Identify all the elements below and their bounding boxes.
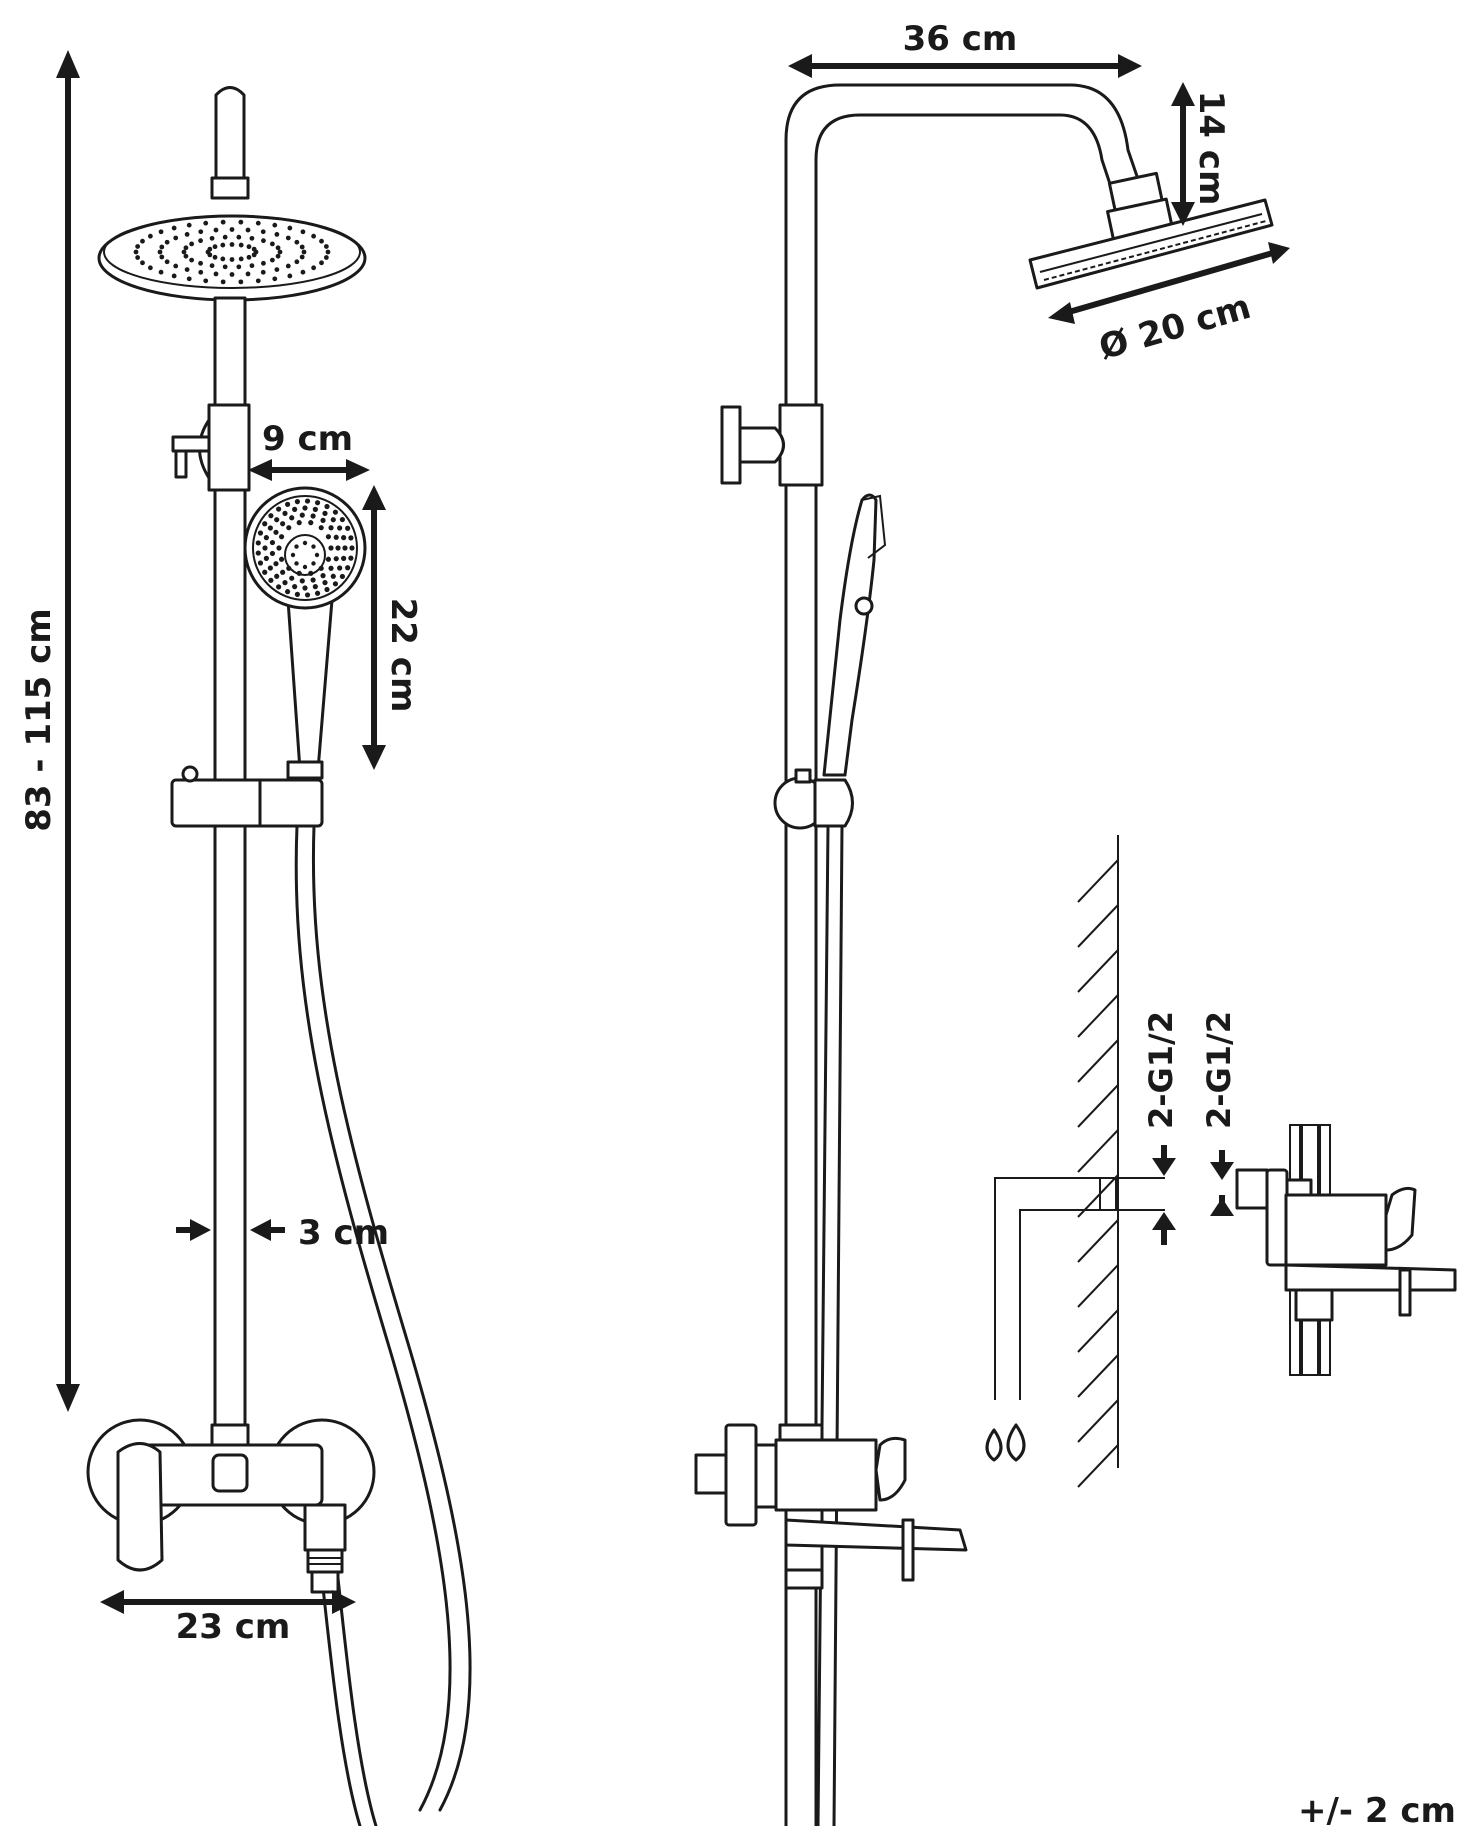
inlet-thread-left-label: 2-G1/2 [1142, 1011, 1180, 1129]
side-arm [784, 83, 1142, 1826]
water-drops-icon [985, 1423, 1026, 1462]
front-pipe-top [214, 86, 246, 182]
front-view [86, 86, 472, 1826]
arm-reach-label: 36 cm [903, 19, 1018, 59]
front-upper-clamp [207, 403, 251, 492]
rod-diameter-label: 3 cm [298, 1213, 389, 1253]
handshower-offset-label: 9 cm [262, 419, 353, 459]
handshower-length-label: 22 cm [383, 598, 423, 713]
front-diverter-lever [171, 435, 211, 453]
inlet-mixer-detail [1235, 1124, 1457, 1376]
inlet-detail [985, 835, 1457, 1488]
inlet-thread-right-label: 2-G1/2 [1200, 1011, 1238, 1129]
head-drop-label: 14 cm [1191, 91, 1231, 206]
front-hose [294, 824, 452, 1812]
front-hand-shower [243, 486, 367, 780]
front-nut [210, 176, 250, 200]
tolerance-label: +/- 2 cm [1298, 1791, 1456, 1826]
front-mixer [86, 1418, 376, 1594]
side-hand-shower [822, 493, 878, 777]
side-mixer [694, 1423, 968, 1590]
dimension-arrows [56, 50, 1290, 1614]
side-upper-clamp [778, 403, 824, 487]
rain-head-nozzles [133, 219, 331, 285]
front-slide-bracket [170, 778, 324, 828]
total-height-label: 83 - 115 cm [19, 608, 59, 832]
front-mixer-handle [116, 1442, 164, 1572]
side-view [694, 83, 1274, 1826]
mixer-width-label: 23 cm [176, 1607, 291, 1647]
